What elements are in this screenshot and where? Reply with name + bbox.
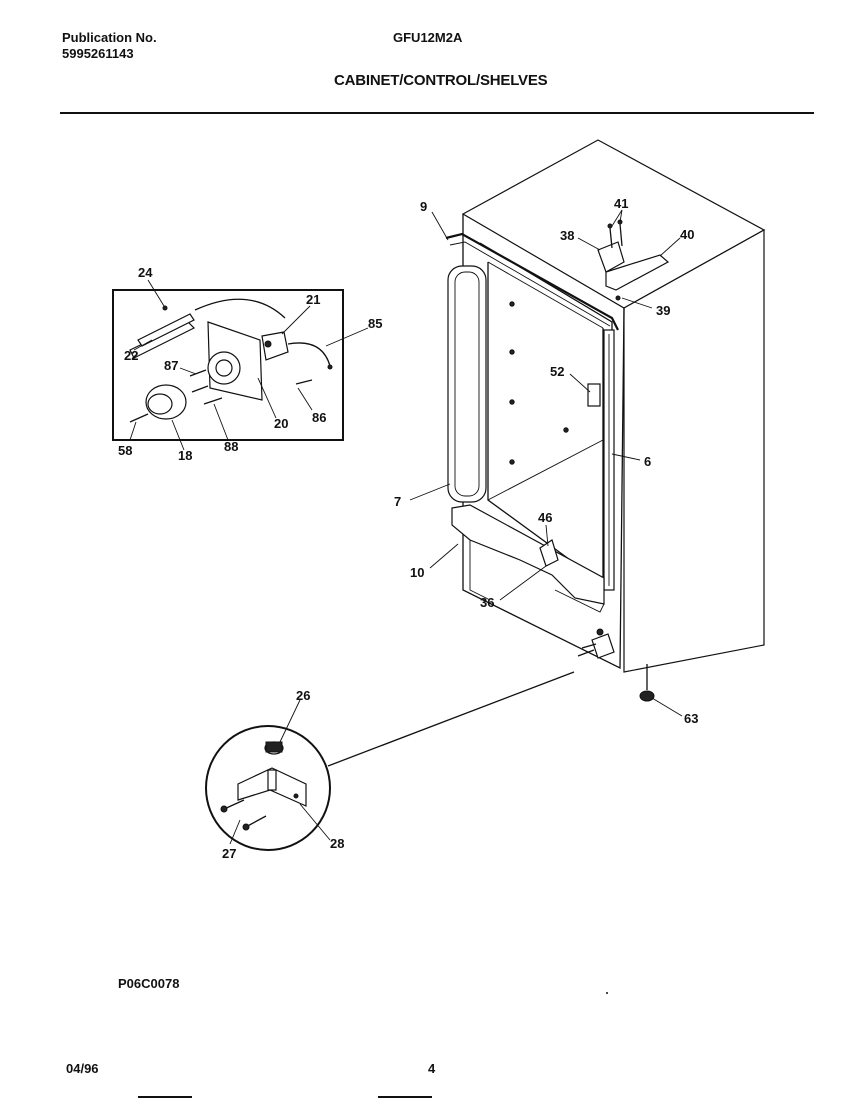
hinge-detail-inset — [205, 671, 575, 851]
callout-46: 46 — [538, 510, 552, 525]
leader-lines — [129, 209, 683, 845]
callout-36: 36 — [480, 595, 494, 610]
thermostat — [261, 331, 289, 361]
control-inset — [112, 289, 344, 441]
callout-labels: 9 41 38 40 39 52 6 7 46 10 36 63 24 21 8… — [118, 196, 698, 861]
callout-86: 86 — [312, 410, 326, 425]
callout-21: 21 — [306, 292, 320, 307]
top-hinge-plate — [605, 254, 670, 291]
callout-58: 58 — [118, 443, 132, 458]
callout-27: 27 — [222, 846, 236, 861]
callout-7: 7 — [394, 494, 401, 509]
diagram-code: P06C0078 — [118, 976, 180, 991]
callout-28: 28 — [330, 836, 344, 851]
footer-mark-center — [378, 1096, 432, 1098]
part-52-bracket — [587, 383, 601, 407]
gasket-top — [445, 232, 619, 331]
callout-26: 26 — [296, 688, 310, 703]
callout-52: 52 — [550, 364, 564, 379]
callout-38: 38 — [560, 228, 574, 243]
model-number: GFU12M2A — [393, 30, 463, 45]
publication-label: Publication No. — [62, 30, 157, 45]
callout-10: 10 — [410, 565, 424, 580]
detail-leader-line — [327, 671, 575, 767]
callout-9: 9 — [420, 199, 427, 214]
callout-85: 85 — [368, 316, 382, 331]
callout-6: 6 — [644, 454, 651, 469]
publication-number: 5995261143 — [62, 46, 134, 61]
callout-63: 63 — [684, 711, 698, 726]
footer-mark-left — [138, 1096, 192, 1098]
page-number: 4 — [428, 1061, 436, 1076]
callout-87: 87 — [164, 358, 178, 373]
bottom-hinge-on-cabinet — [591, 633, 615, 659]
cabinet-side — [623, 228, 765, 673]
callout-40: 40 — [680, 227, 694, 242]
callout-20: 20 — [274, 416, 288, 431]
leveling-leg — [639, 690, 655, 702]
header-rule — [60, 112, 814, 114]
callout-24: 24 — [138, 265, 153, 280]
callout-88: 88 — [224, 439, 238, 454]
callout-18: 18 — [178, 448, 192, 463]
callout-22: 22 — [124, 348, 138, 363]
gasket-left — [447, 265, 487, 503]
callout-39: 39 — [656, 303, 670, 318]
bottom-breaker — [451, 504, 605, 605]
footer-date: 04/96 — [66, 1061, 99, 1076]
callout-41: 41 — [614, 196, 628, 211]
page-title: CABINET/CONTROL/SHELVES — [334, 72, 548, 89]
cabinet-drawing — [445, 139, 766, 702]
